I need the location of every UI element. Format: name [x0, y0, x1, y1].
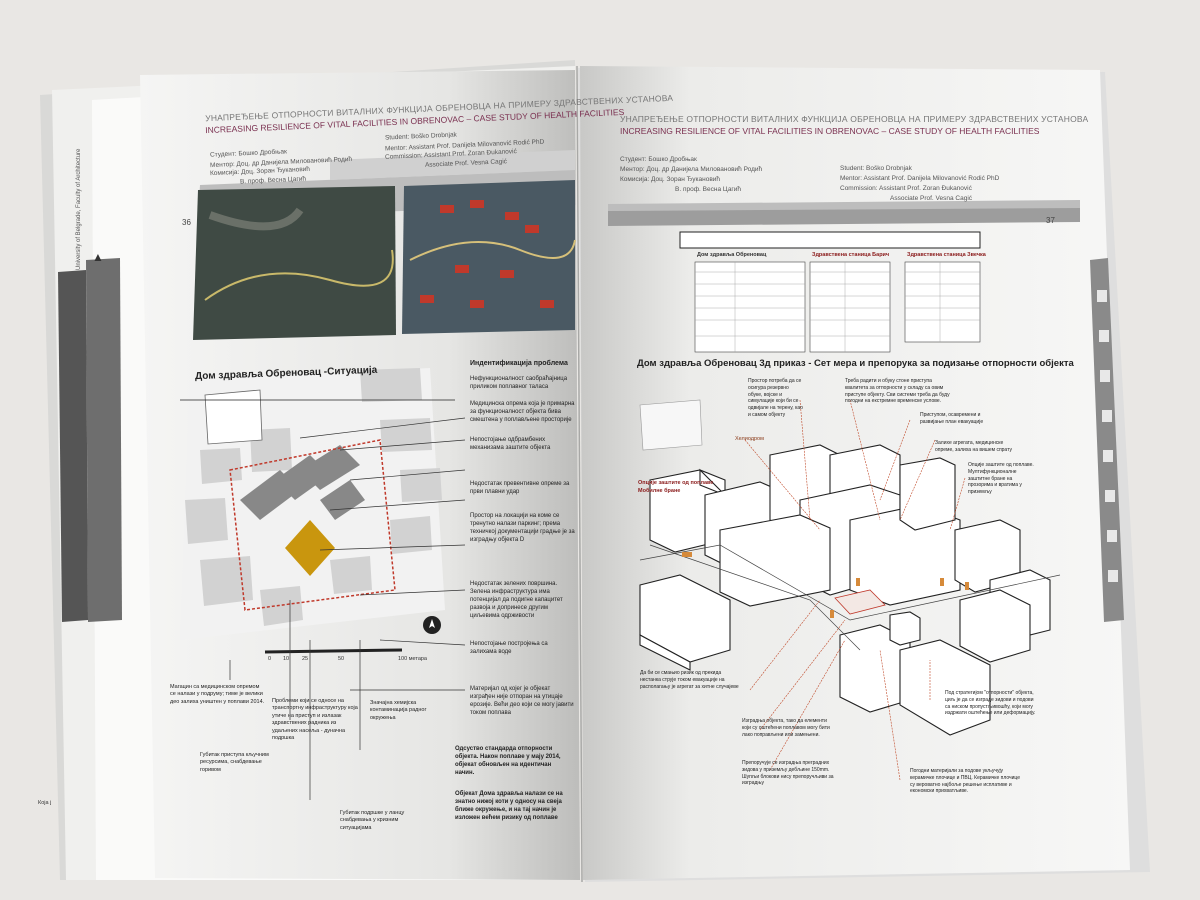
- right-credits-en-1: Mentor: Assistant Prof. Danijela Milovan…: [840, 175, 1000, 182]
- info-table: [679, 231, 981, 353]
- problem-4: Простор на локацији на коме се тренутно …: [470, 513, 575, 544]
- problem-3: Недостатак превентивне опреме за први пл…: [470, 481, 570, 496]
- right-page-number: 37: [1046, 216, 1055, 225]
- right-title-sr: УНАПРЕЂЕЊЕ ОТПОРНОСТИ ВИТАЛНИХ ФУНКЦИЈА …: [620, 114, 1089, 124]
- note-2: Губитак приступа кључним ресурсима, снаб…: [200, 752, 269, 773]
- note-0: Магацин са медицинском опремом се налази…: [170, 684, 265, 705]
- problem-7: Материјал од којег је објекат изграђен н…: [470, 686, 574, 717]
- annotation-8: Под стратегијом "отпорности" објекта, ци…: [945, 690, 1036, 717]
- bullet-0: Одсуство стандарда отпорности објекта. Н…: [455, 746, 561, 777]
- annotation-1: Треба радити и обуку стоне приступа квал…: [845, 378, 950, 405]
- 3d-model-drawing: [639, 399, 1061, 736]
- right-credits-en-2: Commission: Assistant Prof. Zoran Đukano…: [840, 185, 972, 192]
- model-title: Дом здравља Обреновац 3д приказ - Сет ме…: [637, 358, 1074, 369]
- right-header-band: [608, 207, 1080, 226]
- note-1: Проблеми који се односе на транспортну и…: [272, 698, 358, 742]
- right-credits-sr-2: Комисија: Доц. Зоран Ђукановић: [620, 176, 721, 183]
- bullet-1: Објекат Дома здравља налази се на знатно…: [455, 791, 563, 822]
- problem-0: Нефункционалност саобраћајница приликом …: [470, 376, 568, 391]
- right-credits-en-3: Associate Prof. Vesna Cagić: [890, 195, 973, 202]
- scale-25: 25: [302, 656, 309, 662]
- scale-10: 10: [283, 656, 290, 662]
- table-header-0: Дом здравља Обреновац: [697, 252, 767, 258]
- right-title-en: INCREASING RESILIENCE OF VITAL FACILITIE…: [620, 126, 1040, 136]
- problem-1: Медицинска опрема која је примарна за фу…: [470, 401, 575, 424]
- annotation-3: Залихе агрегата, медицинске опреме, зали…: [935, 440, 1012, 453]
- note-3: Значајна хемијска контаминација радног о…: [370, 700, 427, 721]
- table-header-1: Здравствена станица Барич: [812, 252, 890, 258]
- annotation-4: Опције заштите од поплаве. Мултифункцион…: [968, 462, 1034, 495]
- satellite-image-2: [402, 180, 575, 334]
- side-tab-column: [86, 258, 122, 622]
- table-header-2: Здравствена станица Звечка: [907, 252, 986, 258]
- faculty-logo-icon: ▲: [92, 250, 104, 264]
- problem-2: Непостојање одбрамбених механизама зашти…: [470, 437, 551, 452]
- right-credits-sr-1: Ментор: Доц. др Данијела Миловановић Род…: [620, 166, 763, 173]
- flood-label-1: Мобилне бране: [638, 488, 681, 494]
- annotation-7: Препоручује се изградња преградних зидов…: [742, 760, 834, 787]
- left-page-number: 36: [182, 218, 191, 227]
- situation-plan: [180, 368, 466, 800]
- scale-50: 50: [338, 656, 345, 662]
- gutter-line: [576, 65, 583, 883]
- spine-text: University of Belgrade, Faculty of Archi…: [76, 148, 82, 270]
- right-credits-sr-0: Студент: Бошко Дробњак: [620, 156, 697, 163]
- annotation-9: Погодни материјали за подове укључују ке…: [910, 768, 1020, 795]
- annotation-2: Приступом, осавремени и развијање план е…: [920, 412, 984, 425]
- scale-100: 100 метара: [398, 656, 427, 662]
- left-footer: Која ј: [38, 800, 52, 806]
- right-credits-sr-3: В. проф. Весна Цагић: [675, 186, 742, 193]
- problem-5: Недостатак зелених површина. Зелена инфр…: [470, 581, 563, 620]
- note-4: Губитак подршке у ланцу снабдевања у кри…: [340, 810, 405, 831]
- problem-6: Непостојање постројења са залихама воде: [470, 641, 548, 656]
- annotation-6: Изградња објекта, тако да елементи који …: [742, 718, 830, 738]
- annotation-0: Простор потреба да се осигура резервно о…: [748, 378, 803, 418]
- problems-title: Индентификација проблема: [470, 360, 568, 367]
- scale-0: 0: [268, 656, 272, 662]
- satellite-image-1: [193, 186, 396, 340]
- heliport-label: Хелиодром: [735, 436, 764, 442]
- annotation-5: Да би се смањио ризик од прекида нестанк…: [640, 670, 739, 690]
- flood-label-0: Опције заштите од поплаве: [638, 480, 714, 486]
- right-credits-en-0: Student: Boško Drobnjak: [840, 165, 912, 172]
